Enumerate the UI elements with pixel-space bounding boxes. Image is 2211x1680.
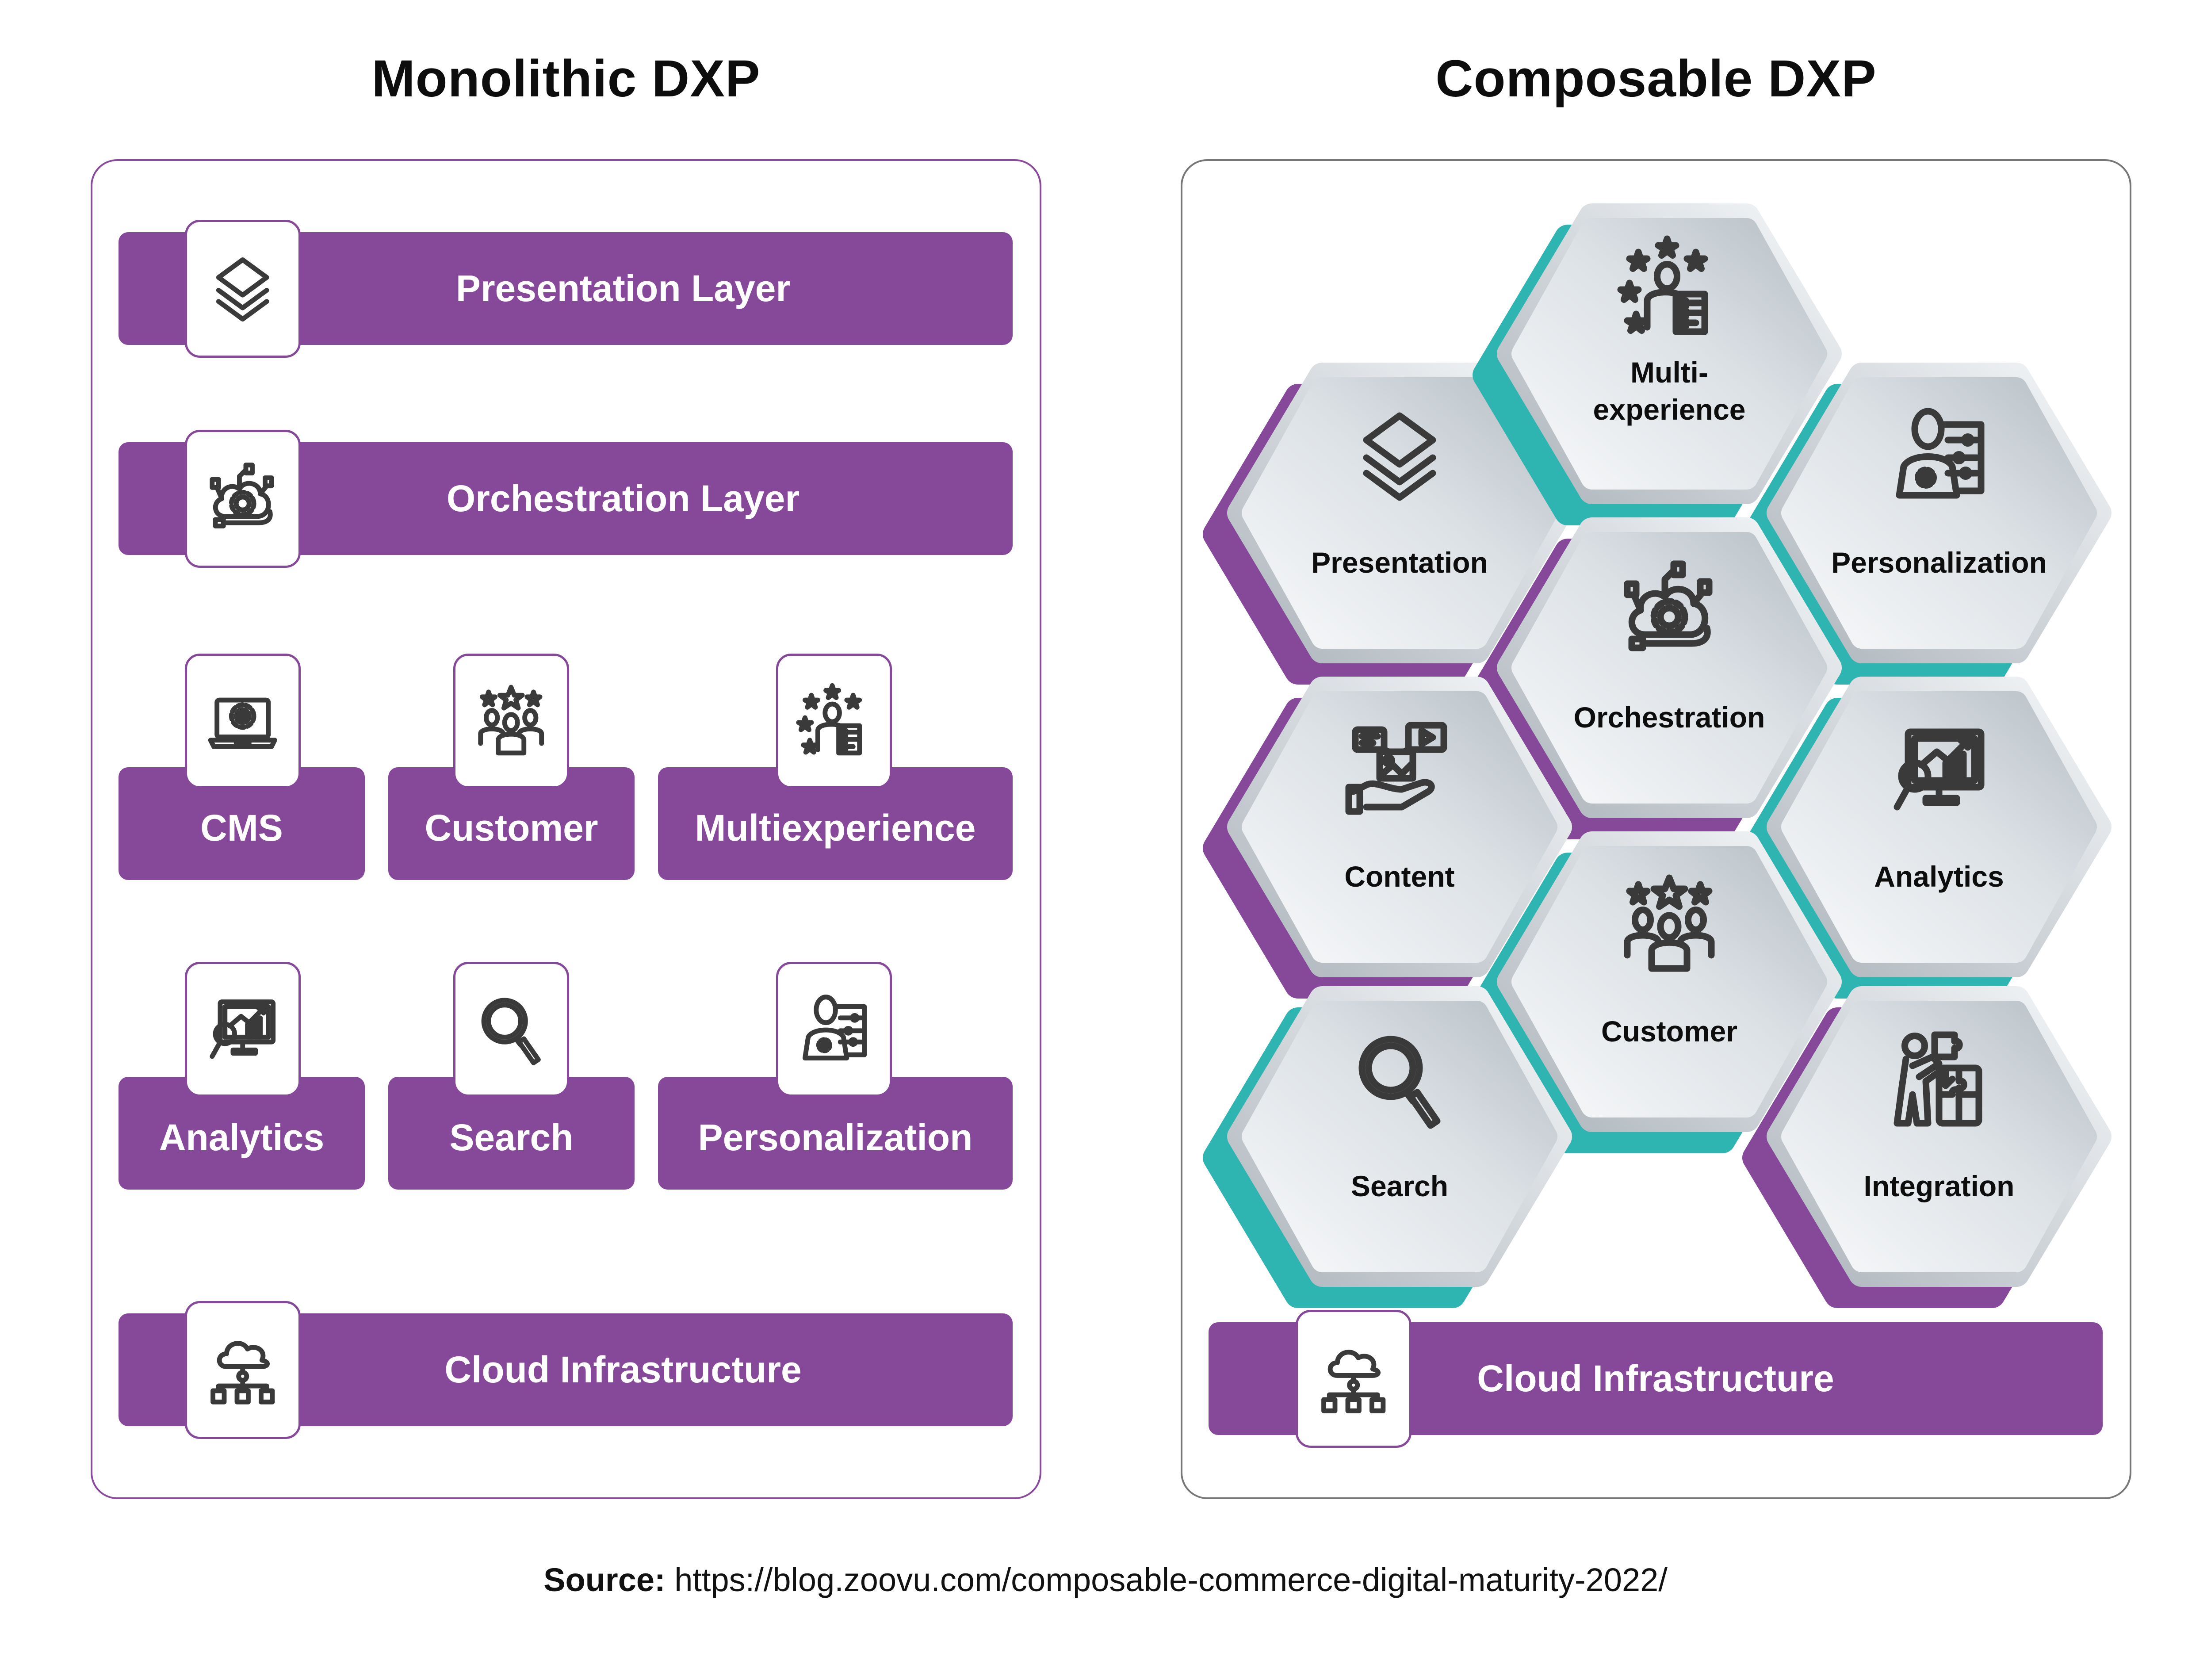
person-stars-checklist-icon [1614,232,1725,343]
monitor-chart-magnifier-icon [1884,714,1994,825]
monitor-chart-magnifier-icon [185,962,301,1097]
hex-label: Multi- experience [1593,356,1746,426]
hex-tile-orchestration: Orchestration [1473,517,1842,839]
magnifier-icon [1344,1024,1455,1134]
cloud-gear-network-icon [185,430,301,568]
layers-icon [185,220,301,358]
hex-tile-presentation: Presentation [1203,363,1572,685]
hex-label: Content [1344,860,1455,893]
module-label: Analytics [159,1117,325,1158]
hex-tile-analytics: Analytics [1742,677,2112,999]
hand-media-icon [1344,714,1455,825]
hex-tile-integration: Integration [1742,986,2112,1308]
hex-shape [1742,986,2112,1308]
hex-tile-search: Search [1203,986,1572,1308]
hex-label: Personalization [1831,546,2047,579]
hex-tile-multiexperience: Multi- experience [1473,203,1842,525]
hex-tile-customer: Customer [1473,831,1842,1153]
hex-tile-content: Content [1203,677,1572,999]
layers-icon [1344,400,1455,511]
module-label: Personalization [698,1117,973,1158]
source-label: Source: [543,1561,666,1598]
hex-shape [1203,677,1572,999]
cloud-network-icon [1296,1310,1412,1448]
orchestration-layer-label: Orchestration Layer [446,478,800,519]
composable-title: Composable DXP [1435,50,1877,108]
module-label: Search [449,1117,574,1158]
hex-label: Customer [1601,1015,1738,1048]
hex-shape [1473,831,1842,1153]
presentation-layer-label: Presentation Layer [455,268,791,309]
person-stars-checklist-icon [776,654,892,788]
group-stars-icon [1614,869,1725,980]
hex-label: Presentation [1311,546,1488,579]
person-gear-sliders-icon [1884,400,1994,511]
module-label: Customer [425,807,598,849]
hex-shape [1203,363,1572,685]
person-gear-sliders-icon [776,962,892,1097]
cloud-infrastructure-label: Cloud Infrastructure [444,1349,802,1390]
hex-shape [1742,677,2112,999]
cloud-gear-network-icon [1614,555,1725,666]
hex-shape [1473,203,1842,525]
person-puzzle-icon [1884,1024,1994,1134]
hex-label: Orchestration [1573,701,1765,734]
laptop-gear-icon [185,654,301,788]
source-url[interactable]: https://blog.zoovu.com/composable-commer… [674,1561,1668,1598]
hex-label: Analytics [1874,860,2004,893]
hex-label: Integration [1863,1170,2015,1202]
module-label: CMS [200,807,283,849]
module-label: Multiexperience [695,807,976,849]
hex-label: Search [1350,1170,1449,1202]
hex-shape [1473,517,1842,839]
monolithic-title: Monolithic DXP [371,50,761,108]
hex-shape [1203,986,1572,1308]
source-line: Source: https://blog.zoovu.com/composabl… [0,1561,2211,1599]
cloud-network-icon [185,1301,301,1439]
magnifier-icon [453,962,569,1097]
composable-cloud-infrastructure-label: Cloud Infrastructure [1477,1358,1834,1399]
group-stars-icon [453,654,569,788]
